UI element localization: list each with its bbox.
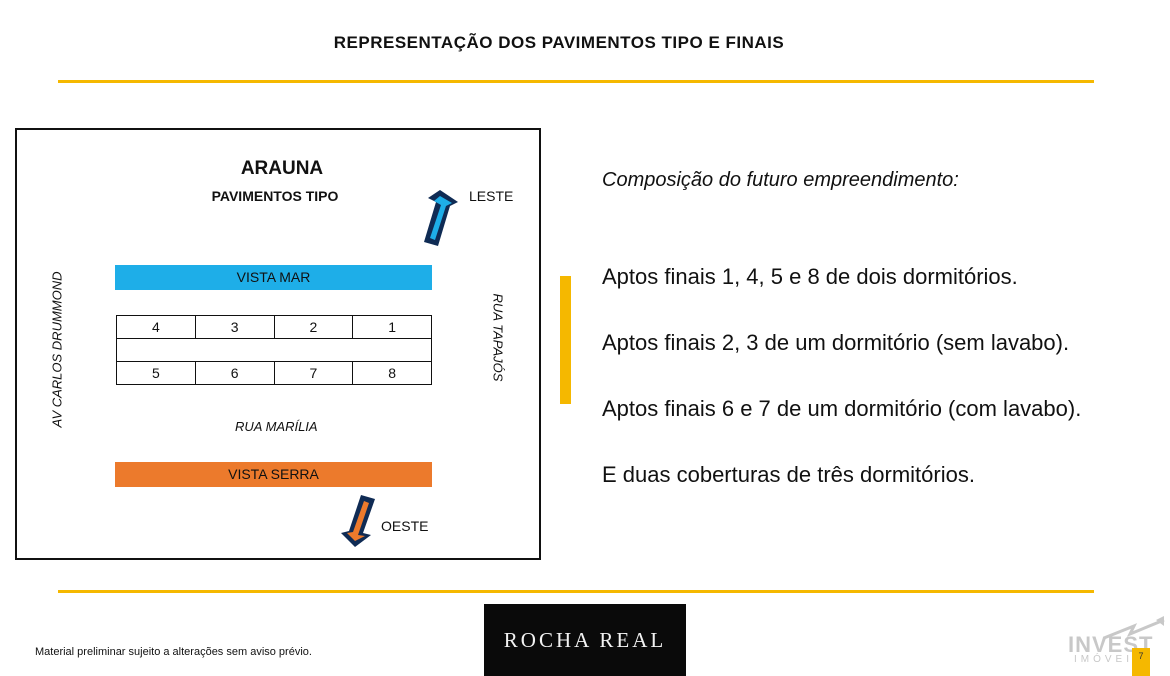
composition-line: Aptos finais 1, 4, 5 e 8 de dois dormitó… [602,264,1018,289]
corridor [116,338,432,362]
apartment-1: 1 [352,315,432,339]
composition-heading: Composição do futuro empreendimento: [602,169,959,191]
apartment-8: 8 [352,361,432,385]
rocha-real-logo: ROCHA REAL [484,604,686,676]
east-arrow-icon [424,190,458,246]
invest-logo-icon [1103,616,1165,640]
street-east-label: RUA TAPAJÓS [490,293,506,382]
building-name: ARAUNA [240,158,324,179]
east-label: LESTE [469,188,514,204]
bottom-divider [58,590,1094,593]
west-label: OESTE [381,518,429,534]
floor-type-label: PAVIMENTOS TIPO [211,188,339,204]
mountain-view-band: VISTA SERRA [115,462,432,487]
composition-line: Aptos finais 6 e 7 de um dormitório (com… [602,396,1082,421]
apartment-6: 6 [194,361,275,385]
apartment-4: 4 [116,315,196,339]
street-west-label: AV CARLOS DRUMMOND [49,271,65,428]
street-south-label: RUA MARÍLIA [235,419,318,434]
apartment-3: 3 [194,315,275,339]
disclaimer-text: Material preliminar sujeito a alterações… [35,646,312,658]
apartment-5: 5 [116,361,196,385]
accent-marker [560,276,571,404]
apartment-grid: 4 3 2 1 5 6 7 8 [116,315,432,385]
west-arrow-icon [341,495,375,547]
composition-line: E duas coberturas de três dormitórios. [602,462,975,487]
top-divider [58,80,1094,83]
page-title: REPRESENTAÇÃO DOS PAVIMENTOS TIPO E FINA… [333,33,785,52]
composition-line: Aptos finais 2, 3 de um dormitório (sem … [602,330,1070,355]
composition-list: Aptos finais 1, 4, 5 e 8 de dois dormitó… [602,262,1081,526]
page-number: 7 [1132,648,1150,676]
apartment-2: 2 [273,315,354,339]
sea-view-band: VISTA MAR [115,265,432,290]
apartment-7: 7 [273,361,354,385]
invest-logo-subtext: IMÓVEIS [1074,654,1144,665]
floor-plan-map: ARAUNA PAVIMENTOS TIPO LESTE VISTA MAR 4… [15,128,541,560]
